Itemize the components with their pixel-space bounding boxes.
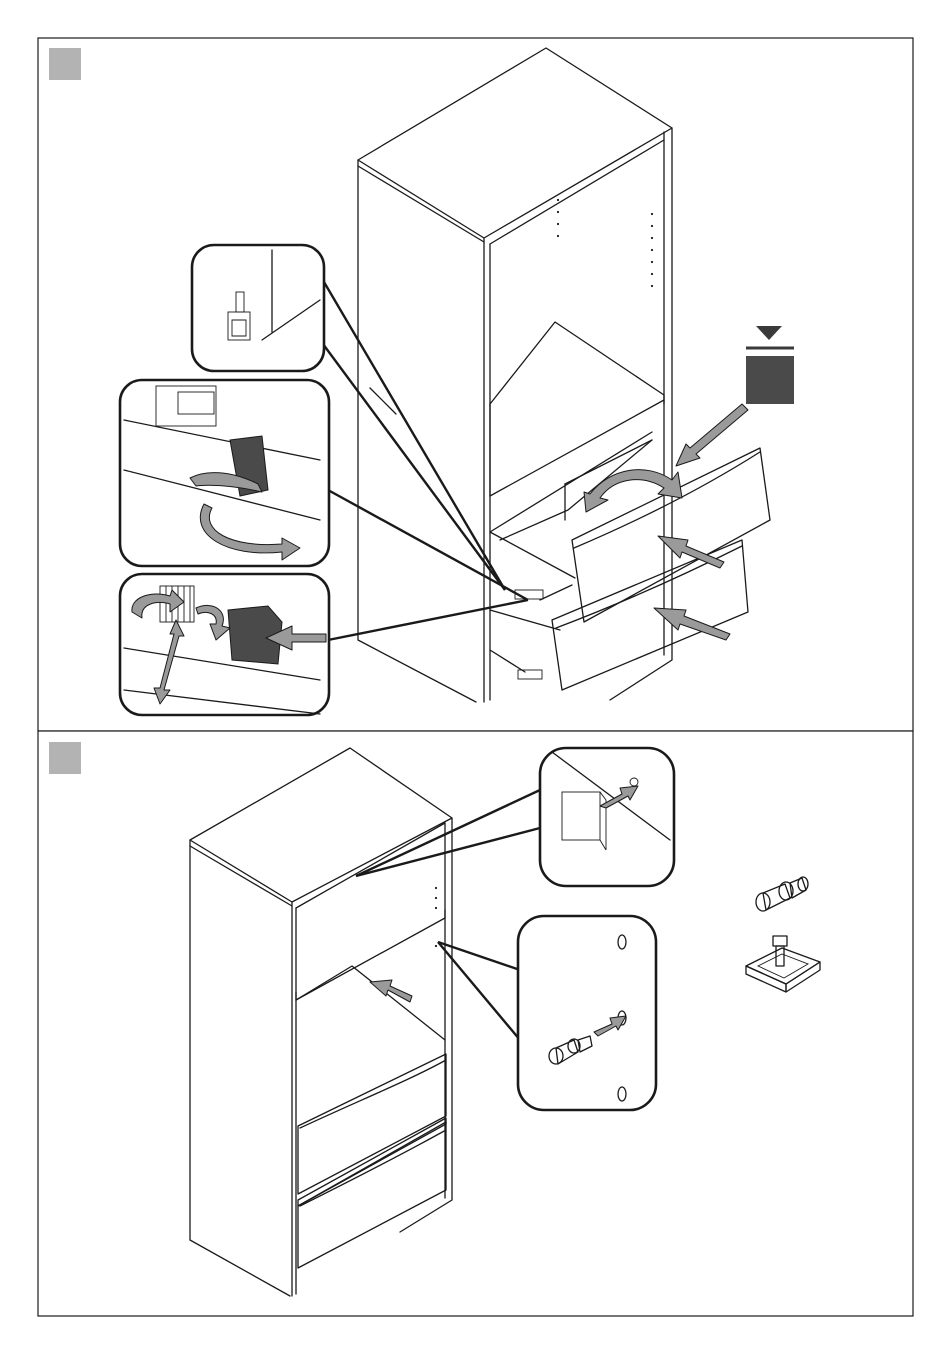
panel-shelf-installation <box>38 731 913 1316</box>
step-badge <box>49 48 81 80</box>
step-badge <box>49 742 81 774</box>
panel-drawer-installation <box>38 38 913 731</box>
